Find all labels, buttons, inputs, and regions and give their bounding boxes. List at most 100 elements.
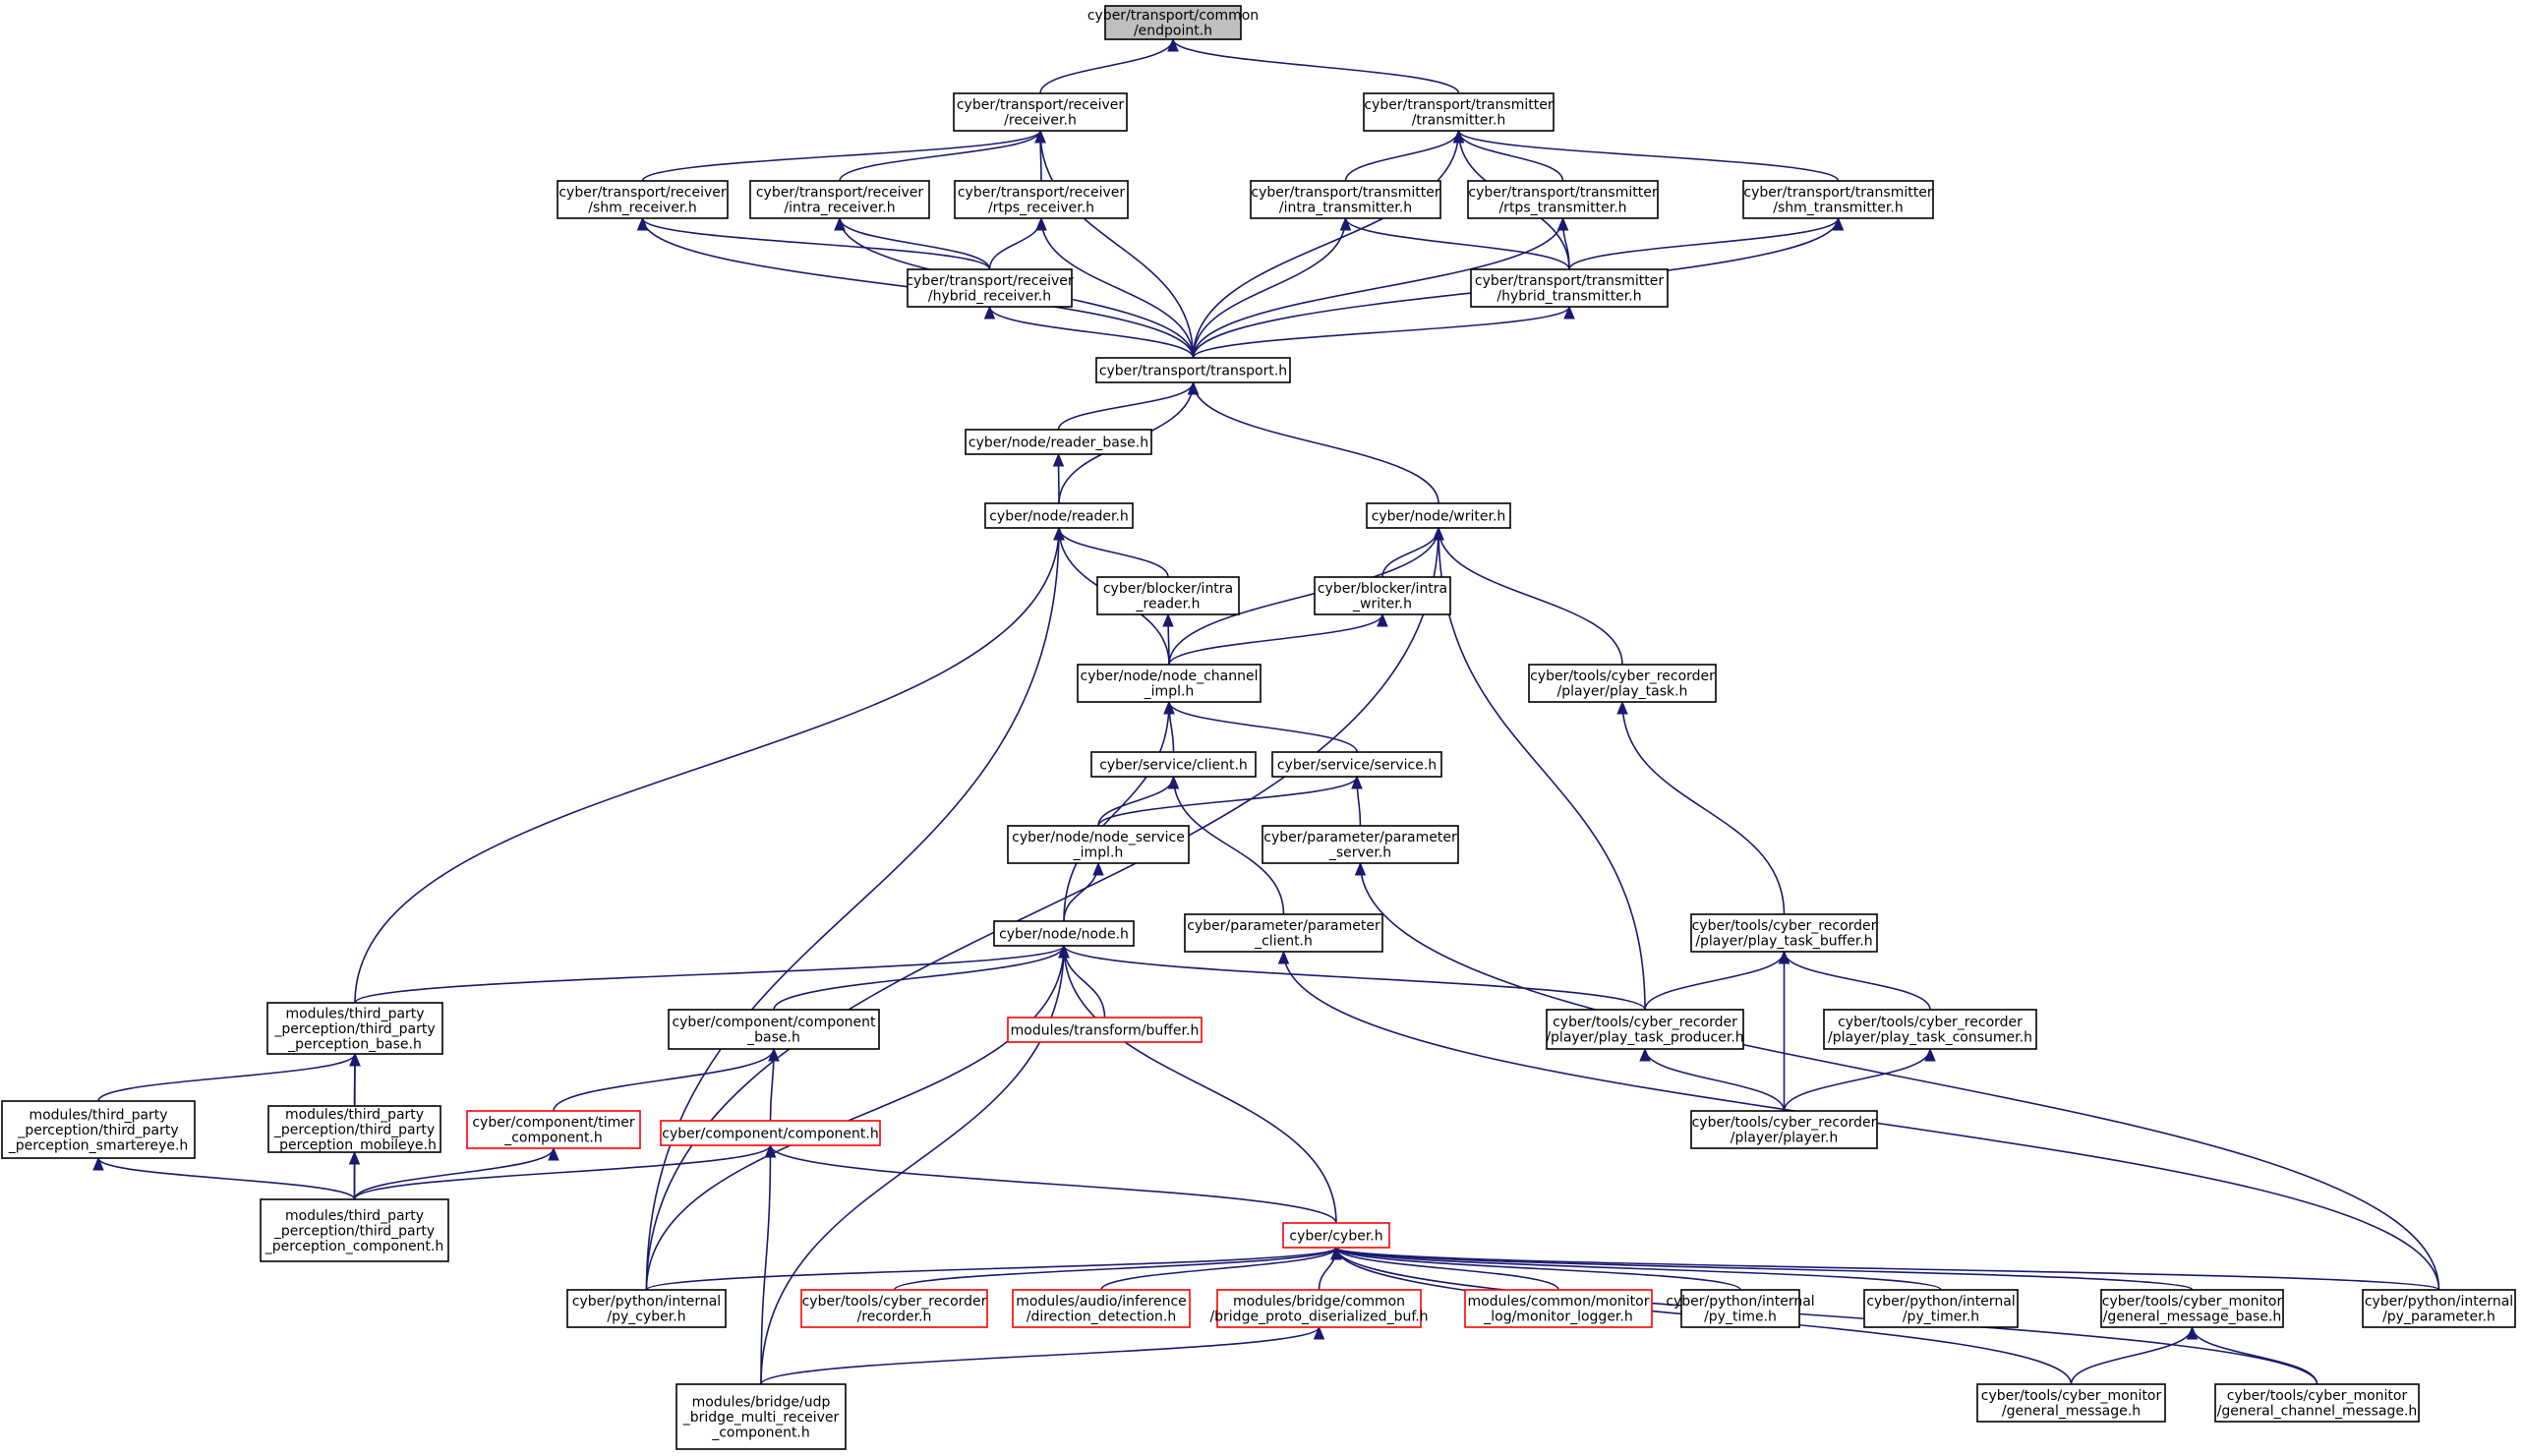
edge-node-to-node_service_impl <box>1063 862 1099 922</box>
node-label-hybrid_receiver-line-0: cyber/transport/receiver <box>906 273 1074 289</box>
edge-udp_bridge-to-component <box>760 1144 772 1385</box>
arrowhead-transport-to-rtps_transmitter <box>1556 216 1569 231</box>
node-client[interactable]: cyber/service/client.h <box>1090 751 1257 778</box>
node-py_cyber[interactable]: cyber/python/internal/py_cyber.h <box>566 1289 727 1328</box>
node-intra_transmitter[interactable]: cyber/transport/transmitter/intra_transm… <box>1250 180 1441 219</box>
node-shm_transmitter[interactable]: cyber/transport/transmitter/shm_transmit… <box>1742 180 1934 219</box>
node-play_task_buffer[interactable]: cyber/tools/cyber_recorder/player/play_t… <box>1690 913 1878 953</box>
node-timer_component[interactable]: cyber/component/timer_component.h <box>466 1110 641 1149</box>
node-tp_component[interactable]: modules/third_party_perception/third_par… <box>260 1198 449 1262</box>
node-label-recorder-line-0: cyber/tools/cyber_recorder <box>802 1294 987 1310</box>
edge-hybrid_receiver-to-intra_receiver <box>839 217 991 270</box>
node-component[interactable]: cyber/component/component.h <box>660 1120 881 1146</box>
node-label-endpoint-line-0: cyber/transport/common <box>1087 8 1259 24</box>
node-intra_writer[interactable]: cyber/blocker/intra_writer.h <box>1314 576 1451 615</box>
node-box-py_timer <box>1863 1289 2019 1328</box>
node-label-play_task_producer-line-0: cyber/tools/cyber_recorder <box>1553 1015 1737 1030</box>
node-node_channel_impl[interactable]: cyber/node/node_channel_impl.h <box>1077 664 1262 703</box>
edge-player-to-play_task_producer <box>1644 1048 1786 1112</box>
node-service[interactable]: cyber/service/service.h <box>1271 751 1442 778</box>
node-intra_reader[interactable]: cyber/blocker/intra_reader.h <box>1096 576 1240 615</box>
node-node_service_impl[interactable]: cyber/node/node_service_impl.h <box>1007 825 1190 864</box>
edge-transmitter-to-endpoint <box>1172 38 1460 94</box>
node-tp_smartereye[interactable]: modules/third_party_perception/third_par… <box>1 1100 196 1159</box>
node-label-player-line-1: /player/player.h <box>1731 1131 1839 1146</box>
node-transmitter[interactable]: cyber/transport/transmitter/transmitter.… <box>1363 92 1555 132</box>
edge-py_cyber-to-cyber <box>645 1247 1337 1291</box>
node-label-play_task-line-0: cyber/tools/cyber_recorder <box>1530 669 1715 684</box>
edge-transport-to-hybrid_receiver <box>988 306 1195 359</box>
node-py_parameter[interactable]: cyber/python/internal/py_parameter.h <box>2362 1289 2516 1328</box>
node-tp_mobileye[interactable]: modules/third_party_perception/third_par… <box>267 1105 441 1153</box>
node-shm_receiver[interactable]: cyber/transport/receiver/shm_receiver.h <box>557 180 729 219</box>
node-direction_detection[interactable]: modules/audio/inference/direction_detect… <box>1012 1289 1191 1328</box>
node-parameter_server[interactable]: cyber/parameter/parameter_server.h <box>1262 825 1459 864</box>
node-box-tp_base <box>266 1002 443 1055</box>
node-play_task_producer[interactable]: cyber/tools/cyber_recorder/player/play_t… <box>1546 1009 1744 1050</box>
node-py_timer[interactable]: cyber/python/internal/py_timer.h <box>1863 1289 2019 1328</box>
edge-shm_transmitter-to-transmitter <box>1457 130 1840 182</box>
node-reader[interactable]: cyber/node/reader.h <box>984 502 1134 529</box>
node-label-play_task_producer-line-1: /player/play_task_producer.h <box>1546 1030 1743 1046</box>
node-label-rtps_receiver-line-0: cyber/transport/receiver <box>958 185 1126 201</box>
node-box-rtps_transmitter <box>1467 180 1659 219</box>
arrowhead-tp_component-to-tp_mobileye <box>348 1150 361 1165</box>
node-label-intra_receiver-line-1: /intra_receiver.h <box>784 201 895 216</box>
node-general_channel_message[interactable]: cyber/tools/cyber_monitor/general_channe… <box>2214 1383 2420 1423</box>
node-label-monitor_logger-line-1: _log/monitor_logger.h <box>1483 1310 1632 1325</box>
node-node[interactable]: cyber/node/node.h <box>993 920 1135 947</box>
node-label-reader_base-line-0: cyber/node/reader_base.h <box>969 435 1148 450</box>
node-tp_base[interactable]: modules/third_party_perception/third_par… <box>266 1002 443 1055</box>
node-receiver[interactable]: cyber/transport/receiver/receiver.h <box>953 92 1128 132</box>
node-box-reader_base <box>965 429 1152 455</box>
edge-play_task_producer-to-play_task_buffer <box>1644 951 1786 1011</box>
node-box-intra_writer <box>1314 576 1451 615</box>
node-hybrid_transmitter[interactable]: cyber/transport/transmitter/hybrid_trans… <box>1470 268 1669 308</box>
node-parameter_client[interactable]: cyber/parameter/parameter_client.h <box>1184 913 1383 953</box>
node-label-play_task_buffer-line-0: cyber/tools/cyber_recorder <box>1692 918 1877 934</box>
node-label-py_timer-line-1: /py_timer.h <box>1903 1310 1979 1325</box>
node-label-transport-line-0: cyber/transport/transport.h <box>1099 363 1287 379</box>
node-play_task[interactable]: cyber/tools/cyber_recorder/player/play_t… <box>1528 664 1717 703</box>
arrowhead-reader-to-reader_base <box>1052 452 1065 467</box>
edge-py_cyber-to-writer <box>645 527 1439 1291</box>
node-label-node-line-0: cyber/node/node.h <box>999 926 1129 942</box>
node-bridge_buf[interactable]: modules/bridge/common/bridge_proto_diser… <box>1209 1289 1429 1328</box>
node-udp_bridge[interactable]: modules/bridge/udp_bridge_multi_receiver… <box>675 1383 847 1450</box>
node-label-reader-line-0: cyber/node/reader.h <box>989 508 1129 524</box>
arrowhead-transport-to-shm_transmitter <box>1832 216 1845 231</box>
node-player[interactable]: cyber/tools/cyber_recorder/player/player… <box>1690 1110 1878 1149</box>
node-reader_base[interactable]: cyber/node/reader_base.h <box>965 429 1152 455</box>
node-hybrid_receiver[interactable]: cyber/transport/receiver/hybrid_receiver… <box>906 268 1074 308</box>
edge-py_parameter-to-parameter_server <box>1359 862 2440 1291</box>
node-rtps_receiver[interactable]: cyber/transport/receiver/rtps_receiver.h <box>954 180 1129 219</box>
node-endpoint[interactable]: cyber/transport/common/endpoint.h <box>1087 5 1259 40</box>
node-cyber[interactable]: cyber/cyber.h <box>1282 1222 1390 1249</box>
node-label-py_time-line-1: /py_time.h <box>1704 1310 1777 1325</box>
edge-general_channel_message-to-cyber <box>1335 1247 2319 1385</box>
node-monitor_logger[interactable]: modules/common/monitor_log/monitor_logge… <box>1464 1289 1653 1328</box>
node-play_task_consumer[interactable]: cyber/tools/cyber_recorder/player/play_t… <box>1823 1009 2037 1050</box>
arrowhead-node-to-node_service_impl <box>1092 861 1104 876</box>
node-box-py_parameter <box>2362 1289 2516 1328</box>
node-general_message_base[interactable]: cyber/tools/cyber_monitor/general_messag… <box>2100 1289 2284 1328</box>
node-box-tp_mobileye <box>267 1105 441 1153</box>
node-transport[interactable]: cyber/transport/transport.h <box>1095 357 1291 383</box>
node-label-receiver-line-1: /receiver.h <box>1004 113 1077 129</box>
node-box-udp_bridge <box>675 1383 847 1450</box>
node-py_time[interactable]: cyber/python/internal/py_time.h <box>1666 1289 1815 1328</box>
node-writer[interactable]: cyber/node/writer.h <box>1366 502 1511 529</box>
node-transform_buffer[interactable]: modules/transform/buffer.h <box>1007 1017 1203 1043</box>
node-component_base[interactable]: cyber/component/component_base.h <box>668 1009 880 1050</box>
edge-hybrid_transmitter-to-intra_transmitter <box>1344 217 1570 270</box>
node-intra_receiver[interactable]: cyber/transport/receiver/intra_receiver.… <box>749 180 930 219</box>
node-rtps_transmitter[interactable]: cyber/transport/transmitter/rtps_transmi… <box>1467 180 1659 219</box>
edge-receiver-to-endpoint <box>1039 38 1174 94</box>
node-recorder[interactable]: cyber/tools/cyber_recorder/recorder.h <box>800 1289 988 1328</box>
node-general_message[interactable]: cyber/tools/cyber_monitor/general_messag… <box>1976 1383 2166 1423</box>
node-label-py_time-line-0: cyber/python/internal <box>1666 1294 1814 1310</box>
node-box-player <box>1690 1110 1878 1149</box>
edge-direction_detection-to-cyber <box>1100 1247 1337 1291</box>
edge-py_cyber-to-reader <box>645 527 1060 1291</box>
node-label-node_channel_impl-line-1: _impl.h <box>1144 684 1195 700</box>
